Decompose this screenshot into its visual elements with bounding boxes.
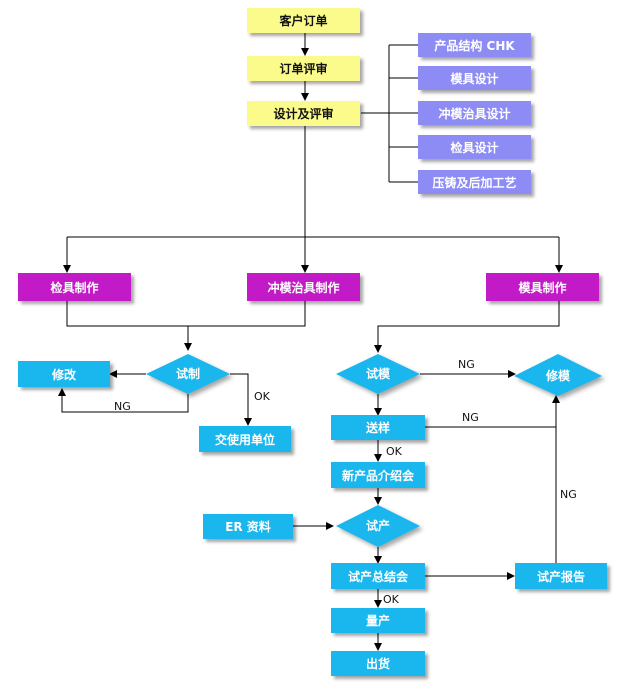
edge-trial-make-ok [230, 373, 252, 426]
gauge-making-box: 检具制作 [18, 273, 131, 301]
design-review-box: 设计及评审 [247, 101, 360, 126]
trial-production-summary-box: 试产总结会 [331, 563, 425, 589]
trial-make-diamond [146, 354, 230, 394]
mass-production-box: 量产 [331, 608, 425, 633]
trial-production-label: 试产 [366, 518, 390, 533]
customer-order-box: 客户订单 [247, 8, 360, 33]
sample-delivery-box: 送样 [331, 415, 425, 440]
edge-mold-making-to-trial-mold [374, 301, 560, 353]
gauge-design-box: 检具设计 [418, 135, 531, 159]
new-product-intro-box: 新产品介绍会 [331, 462, 425, 488]
label-ok-sample: OK [386, 445, 403, 458]
label-ok-summary: OK [383, 593, 400, 606]
label-ng-report: NG [560, 488, 577, 501]
trial-production-report-box: 试产报告 [515, 563, 607, 589]
die-fixture-making-box: 冲模治具制作 [247, 273, 360, 301]
er-data-box: ER 资料 [203, 514, 293, 539]
product-structure-chk-box: 产品结构 CHK [418, 33, 531, 57]
edge-trial-make-ng [58, 388, 189, 413]
trial-production-diamond [336, 505, 420, 547]
mold-repair-label: 修模 [545, 368, 571, 383]
trial-mold-diamond [336, 354, 420, 394]
mold-making-box: 模具制作 [486, 273, 599, 301]
label-ng-sample: NG [462, 411, 479, 424]
modify-box: 修改 [18, 361, 110, 387]
die-fixture-design-box: 冲模治具设计 [418, 101, 531, 125]
order-review-box: 订单评审 [247, 56, 360, 81]
trial-make-label: 试制 [176, 366, 200, 381]
mold-repair-diamond [514, 354, 602, 396]
shipment-box: 出货 [331, 651, 425, 676]
label-ng-modify: NG [114, 400, 131, 413]
label-ng-trial-mold: NG [458, 358, 475, 371]
die-casting-post-box: 压铸及后加工艺 [418, 170, 531, 194]
deliver-to-user-box: 交使用单位 [199, 426, 291, 452]
edge-merge-to-trial-make [66, 301, 306, 327]
label-ok-deliver: OK [254, 390, 271, 403]
mold-design-box: 模具设计 [418, 66, 531, 90]
trial-mold-label: 试模 [366, 366, 391, 381]
